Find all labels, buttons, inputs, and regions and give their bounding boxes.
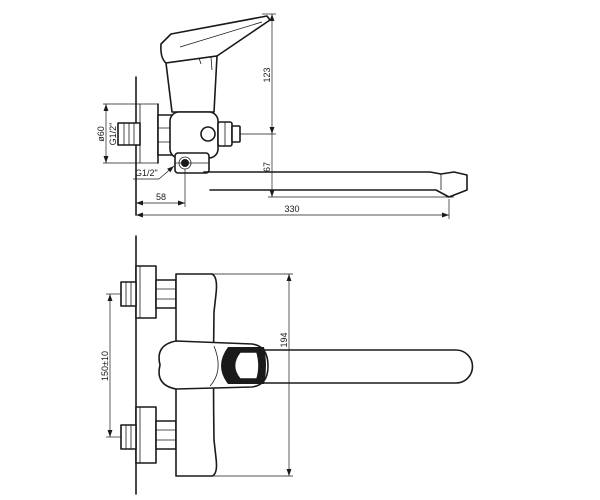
dim-spacing: 150±10 xyxy=(100,351,110,381)
mixer-handle-top xyxy=(158,340,269,390)
mixer-body-side xyxy=(165,55,218,113)
dim-diameter: ø60 xyxy=(96,126,106,142)
dim-height-123: 123 xyxy=(262,67,272,82)
wall-connector-side xyxy=(117,122,141,146)
dim-length-330: 330 xyxy=(284,204,299,214)
top-view: 194 150±10 xyxy=(100,235,474,495)
eccentric-connector-lower xyxy=(120,406,177,464)
dim-depth-58: 58 xyxy=(156,192,166,202)
dim-thread-outlet: G1/2" xyxy=(135,168,158,178)
side-view: ø60 G1/2" G1/2" 123 67 58 330 xyxy=(96,13,468,219)
spout-top xyxy=(215,349,474,384)
dim-height-67: 67 xyxy=(262,162,272,172)
eccentric-connector-upper xyxy=(120,265,177,319)
dim-thread-wall: G1/2" xyxy=(108,123,118,146)
valve-cluster-side xyxy=(169,111,241,159)
spout-side xyxy=(203,171,468,198)
dim-width-194: 194 xyxy=(279,332,289,347)
outlet-fitting-side xyxy=(174,152,210,174)
